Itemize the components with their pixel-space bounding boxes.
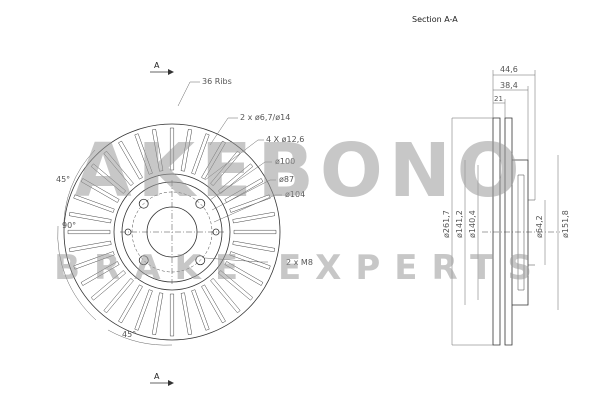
bolt-hole — [138, 255, 149, 266]
rib — [68, 211, 112, 224]
label-ribs: 36 Ribs — [202, 77, 232, 86]
label-thread: 2 x M8 — [286, 258, 313, 267]
rib — [90, 163, 127, 194]
leader-d100 — [209, 161, 272, 201]
rib — [90, 270, 127, 301]
rib — [169, 127, 175, 171]
rib — [201, 140, 226, 180]
leader-thread — [204, 257, 268, 263]
label-w44: 44,6 — [500, 65, 518, 74]
angle-arc-45-top — [63, 149, 96, 233]
section-inboard-plate — [492, 117, 501, 346]
rib — [229, 194, 271, 213]
angle-arc-90 — [57, 225, 97, 321]
label-d261: ø261,7 — [442, 210, 451, 238]
rib — [217, 270, 254, 301]
section-arrow-top — [168, 69, 174, 75]
leader-d104 — [213, 194, 282, 223]
rib — [80, 261, 120, 286]
rib — [67, 229, 111, 235]
rib — [180, 292, 193, 336]
label-w38: 38,4 — [500, 81, 518, 90]
disc-section-view: Section A-A 44,6 38,4 21 ø261,7 ø141,2 ø… — [412, 15, 570, 346]
label-d151: ø151,8 — [561, 210, 570, 238]
rib — [134, 289, 153, 331]
rib — [217, 163, 254, 194]
label-d104: ø104 — [285, 190, 305, 199]
rib — [151, 128, 164, 172]
section-hat — [512, 159, 529, 306]
label-angle-90: 90° — [62, 221, 76, 230]
rib — [169, 293, 175, 337]
label-small-holes: 2 x ø6,7/ø14 — [240, 113, 290, 122]
label-d140: ø140,4 — [468, 210, 477, 238]
rib — [118, 140, 143, 180]
label-d141: ø141,2 — [455, 210, 464, 238]
rib — [191, 133, 210, 175]
rib — [224, 261, 264, 286]
rib — [73, 194, 115, 213]
watermark-brand: AKEBONO — [74, 128, 525, 214]
rib — [103, 150, 134, 187]
inner-friction-edge — [113, 173, 231, 291]
section-arrow-bottom — [168, 380, 174, 386]
bolt-hole — [195, 198, 206, 209]
rib — [134, 133, 153, 175]
label-angle-45-bottom: 45° — [122, 330, 136, 339]
angle-arc-45-bottom — [107, 329, 173, 346]
rib — [103, 277, 134, 314]
bolt-hole — [195, 255, 206, 266]
rib — [118, 284, 143, 324]
rib — [68, 240, 112, 253]
rib — [180, 128, 193, 172]
leader-ribs — [177, 81, 200, 107]
leader-bolt-holes — [204, 139, 264, 181]
label-bolt-holes: 4 X ø12,6 — [266, 135, 304, 144]
rib — [80, 178, 120, 203]
rib — [73, 251, 115, 270]
disc-front-view: A A 36 Ribs 2 x ø6,7/ø14 4 X ø12,6 ø100 … — [56, 61, 313, 386]
rib — [210, 277, 241, 314]
label-d87: ø87 — [279, 175, 294, 184]
rib — [229, 251, 271, 270]
watermark-tagline: BRAKE EXPERTS — [54, 248, 546, 288]
rib — [233, 229, 277, 235]
label-angle-45-top: 45° — [56, 175, 70, 184]
cooling-ribs — [67, 127, 277, 337]
rib — [232, 211, 276, 224]
label-w21: 21 — [494, 95, 503, 103]
section-marker-top: A — [154, 61, 160, 70]
bolt-hole — [138, 198, 149, 209]
section-title: Section A-A — [412, 15, 458, 24]
rib — [201, 284, 226, 324]
rib — [224, 178, 264, 203]
label-d64: ø64,2 — [535, 215, 544, 238]
rib — [232, 240, 276, 253]
rib — [191, 289, 210, 331]
section-marker-bottom: A — [154, 372, 160, 381]
label-d100: ø100 — [275, 157, 295, 166]
brand-watermark: AKEBONO BRAKE EXPERTS — [54, 128, 546, 288]
rib — [151, 292, 164, 336]
leader-d87 — [211, 179, 276, 211]
leader-small-holes — [209, 117, 238, 146]
section-hat-inner — [517, 174, 525, 291]
section-outboard-plate — [504, 117, 513, 346]
